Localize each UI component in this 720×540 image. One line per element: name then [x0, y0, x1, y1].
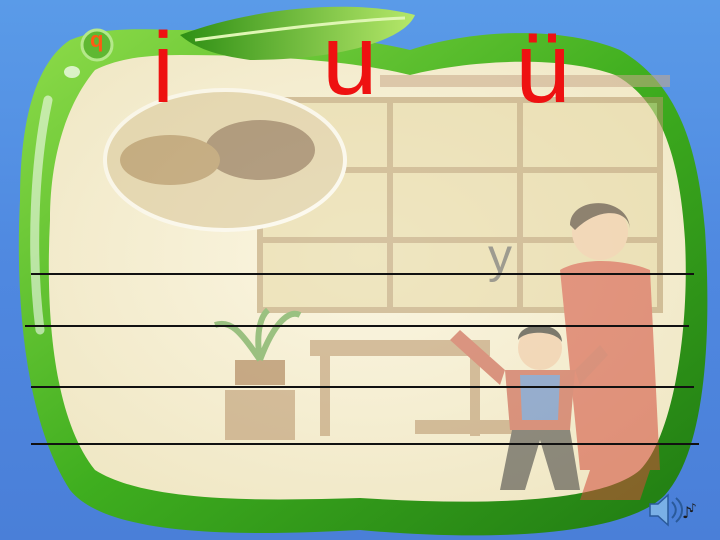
writing-line	[31, 443, 699, 445]
vowel-u: u	[322, 4, 378, 116]
background-illustration: y	[103, 75, 670, 500]
apple-shine	[64, 66, 80, 78]
svg-text:y: y	[488, 230, 512, 283]
svg-text:♪: ♪	[682, 503, 692, 522]
writing-line	[31, 273, 694, 275]
speaker-music-icon[interactable]: ♪ ♪	[646, 490, 700, 530]
writing-line	[31, 386, 694, 388]
svg-text:♪: ♪	[689, 501, 697, 515]
corner-glyph: q	[90, 27, 104, 52]
apple-highlight	[30, 95, 53, 335]
writing-line	[25, 325, 689, 327]
vowel-u-umlaut: ü	[515, 12, 571, 124]
leaf-vein	[194, 16, 406, 42]
corner-badge	[80, 28, 114, 62]
vowel-i: i	[152, 12, 175, 124]
